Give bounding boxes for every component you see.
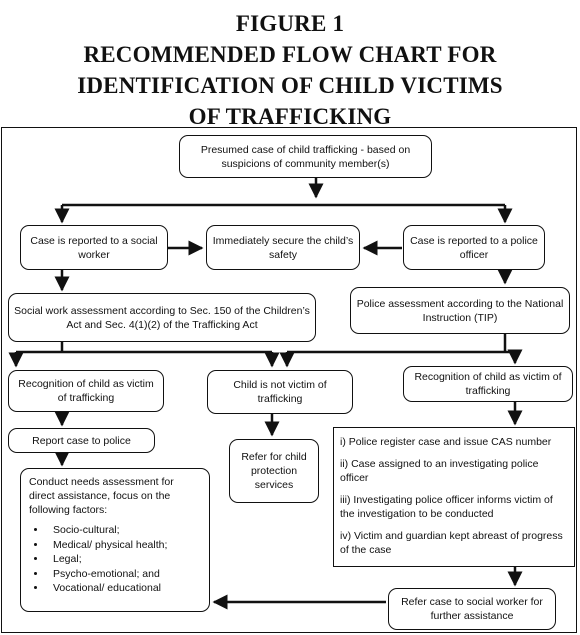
node-recognition-right-text: Recognition of child as victim of traffi… (414, 371, 562, 397)
node-secure-safety: Immediately secure the child’s safety (206, 225, 360, 270)
node-refer-social-worker: Refer case to social worker for further … (388, 588, 556, 630)
node-recognition-left-text: Recognition of child as victim of traffi… (18, 378, 154, 404)
needs-assessment-intro: Conduct needs assessment for direct assi… (29, 476, 174, 516)
node-report-police-text: Report case to police (32, 434, 131, 447)
title-line-3: IDENTIFICATION OF CHILD VICTIMS (77, 73, 503, 98)
node-reported-social-worker: Case is reported to a social worker (20, 225, 168, 270)
flowchart-frame (1, 127, 577, 633)
title-line-4: OF TRAFFICKING (188, 104, 392, 129)
node-refer-child-protection: Refer for child protection services (229, 439, 319, 503)
node-needs-assessment: Conduct needs assessment for direct assi… (20, 468, 210, 612)
figure-title: FIGURE 1 RECOMMENDED FLOW CHART FOR IDEN… (0, 8, 580, 132)
node-social-assessment-text: Social work assessment according to Sec.… (14, 304, 310, 331)
node-police-steps: i) Police register case and issue CAS nu… (333, 427, 575, 567)
node-reported-social-worker-text: Case is reported to a social worker (30, 234, 158, 261)
police-step-item: i) Police register case and issue CAS nu… (340, 436, 552, 448)
node-report-police: Report case to police (8, 428, 155, 453)
node-reported-police-text: Case is reported to a police officer (410, 234, 538, 261)
node-not-victim-text: Child is not victim of trafficking (233, 379, 327, 405)
node-recognition-left: Recognition of child as victim of traffi… (8, 370, 164, 412)
factor-item: Legal; (47, 552, 167, 567)
police-step-item: iii) Investigating police officer inform… (340, 494, 553, 520)
node-police-assessment: Police assessment according to the Natio… (350, 287, 570, 334)
node-secure-safety-text: Immediately secure the child’s safety (212, 234, 354, 261)
node-reported-police: Case is reported to a police officer (403, 225, 545, 270)
title-line-1: FIGURE 1 (235, 11, 345, 36)
factor-item: Socio-cultural; (47, 523, 167, 538)
police-step-item: iv) Victim and guardian kept abreast of … (340, 530, 563, 556)
factor-item: Medical/ physical health; (47, 538, 167, 553)
node-not-victim: Child is not victim of trafficking (207, 370, 353, 414)
title-line-2: RECOMMENDED FLOW CHART FOR (83, 42, 497, 67)
police-step-item: ii) Case assigned to an investigating po… (340, 458, 539, 484)
factor-item: Psycho-emotional; and (47, 567, 167, 582)
factors-list: Socio-cultural; Medical/ physical health… (29, 523, 167, 596)
node-presumed-case-text: Presumed case of child trafficking - bas… (200, 143, 411, 170)
node-recognition-right: Recognition of child as victim of traffi… (403, 366, 573, 402)
node-presumed-case: Presumed case of child trafficking - bas… (179, 135, 432, 178)
node-social-assessment: Social work assessment according to Sec.… (8, 293, 316, 342)
node-refer-social-worker-text: Refer case to social worker for further … (401, 596, 543, 622)
node-refer-child-protection-text: Refer for child protection services (241, 451, 307, 491)
factor-item: Vocational/ educational (47, 581, 167, 596)
node-police-assessment-text: Police assessment according to the Natio… (356, 297, 564, 324)
